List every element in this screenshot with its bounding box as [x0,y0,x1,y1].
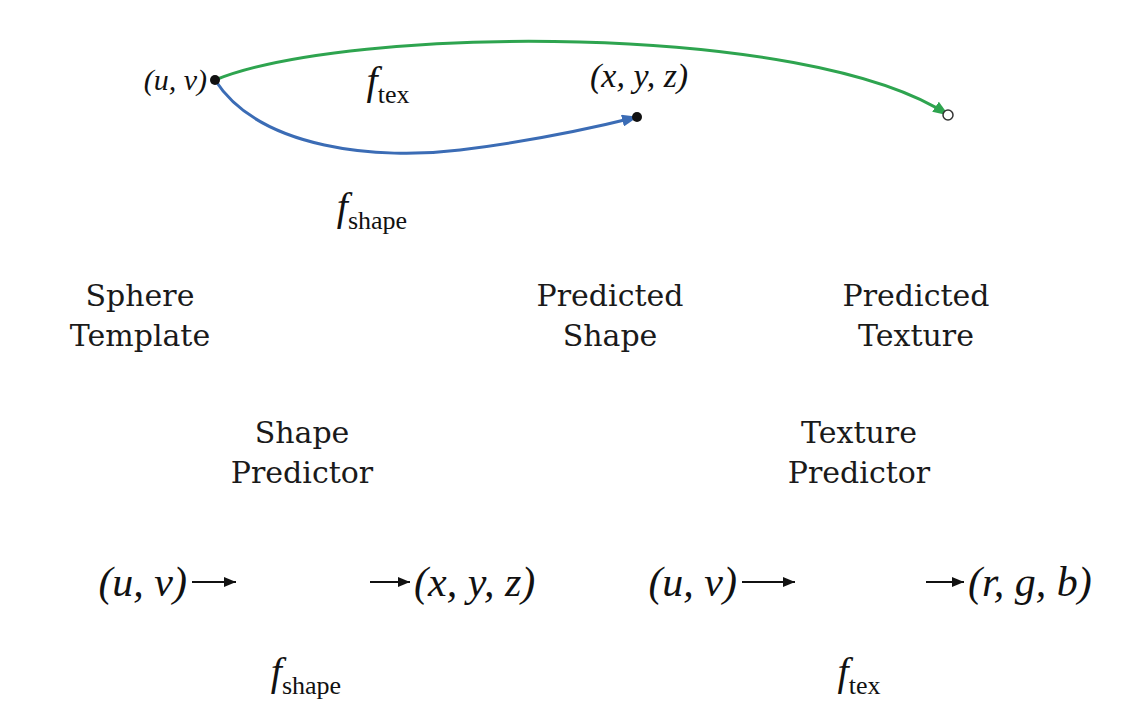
coordinate-label-holder: (u, v) [98,558,187,606]
sphere-template: (u, v)Sphere Template [18,16,254,252]
input-arrow [742,581,795,583]
shape-predictor: Shape Predictorfshape [240,503,365,643]
node-caption: Sphere Template [40,276,240,356]
network-layer [332,505,362,641]
network-title: Shape Predictor [202,413,402,493]
color-label-holder: (r, g; b) [877,143,992,187]
coordinate-label-holder: (x, y, z) [414,558,535,606]
color-label: (r, g; b) [877,143,992,187]
coordinate-label-holder: (u, v) [144,63,207,98]
node-caption-holder: Predicted Shape [510,276,710,356]
coordinate-label: (u, v) [648,558,737,606]
coordinate-label-holder: (u, v) [648,558,737,606]
function-name-holder: fshape [271,648,341,701]
network-layer [800,505,829,641]
sphere-tint [19,17,253,251]
mapping-arrow [215,41,948,115]
coordinate-label-holder: (r, g, b) [968,558,1092,606]
texture-photo [797,42,1013,258]
mapping-arrow [215,80,637,153]
network-layer [287,505,317,641]
edge-label-holder: fshape [337,183,407,236]
sphere-base [19,17,253,251]
output-arrow [370,581,410,583]
network-title-holder: Texture Predictor [759,413,959,493]
network-title: Texture Predictor [759,413,959,493]
photo-trees [797,42,1013,102]
sphere-highlight [19,17,253,251]
node-caption-holder: Predicted Texture [816,276,1016,356]
edge-label-holder: ftex [367,57,410,110]
network-title-holder: Shape Predictor [202,413,402,493]
photo-ground [797,42,1013,258]
point-dot [632,112,642,122]
predicted-texture: (r, g; b)Predicted Texture [797,42,1013,258]
car-paint [797,102,1013,258]
photo-building [797,72,1013,122]
car-body [434,88,746,269]
coordinate-label: (r, g, b) [968,558,1092,606]
node-caption-holder: Sphere Template [40,276,240,356]
car-tint [434,88,746,269]
wheel-hub [920,205,950,235]
point-dot [210,75,220,85]
function-name: fshape [271,648,341,701]
coordinate-label: (x, y, z) [414,558,535,606]
network-layer [243,505,272,641]
network-bars [797,503,922,643]
texture-outline [798,43,1012,257]
output-arrow [926,581,964,583]
node-caption: Predicted Texture [816,276,1016,356]
function-name-holder: ftex [838,648,881,701]
predicted-shape: (x, y, z)Predicted Shape [428,60,748,270]
coordinate-label: (u, v) [98,558,187,606]
network-layer [889,505,919,641]
edge-label: ftex [367,57,410,110]
sphere-tint [19,17,253,251]
coordinate-label-holder: (x, y, z) [590,56,688,95]
input-arrow [192,581,236,583]
coordinate-label: (x, y, z) [590,56,688,95]
network-layer [844,505,874,641]
car-tint [434,88,746,269]
sphere-tint [19,17,253,251]
function-name: ftex [838,648,881,701]
point-dot [943,110,953,120]
node-caption: Predicted Shape [510,276,710,356]
texture-predictor: Texture Predictorftex [797,503,922,643]
car-shape [428,60,748,270]
car-wheel [905,190,965,250]
edge-label: fshape [337,183,407,236]
coordinate-label: (u, v) [144,63,207,98]
sphere-shape [18,16,254,252]
network-bars [240,503,365,643]
